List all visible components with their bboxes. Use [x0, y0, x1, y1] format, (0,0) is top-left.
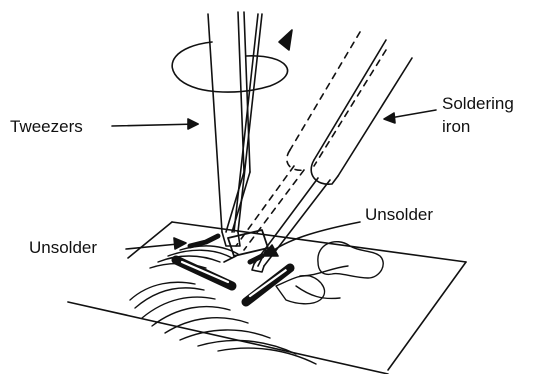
unsolder-right-label: Unsolder [365, 206, 433, 224]
soldering-iron-label-line2: iron [442, 118, 470, 136]
callout-tweezers-leader [112, 119, 198, 129]
tweezers [190, 12, 262, 246]
soldering-iron [236, 32, 412, 272]
unsolder-left-label: Unsolder [29, 239, 97, 257]
rotation-arrow [172, 30, 292, 92]
soldering-iron-label-line1: Soldering [442, 95, 514, 113]
tweezers-label: Tweezers [10, 118, 83, 136]
callout-unsolder-left-leader [126, 238, 186, 249]
callout-iron-leader [384, 110, 436, 123]
